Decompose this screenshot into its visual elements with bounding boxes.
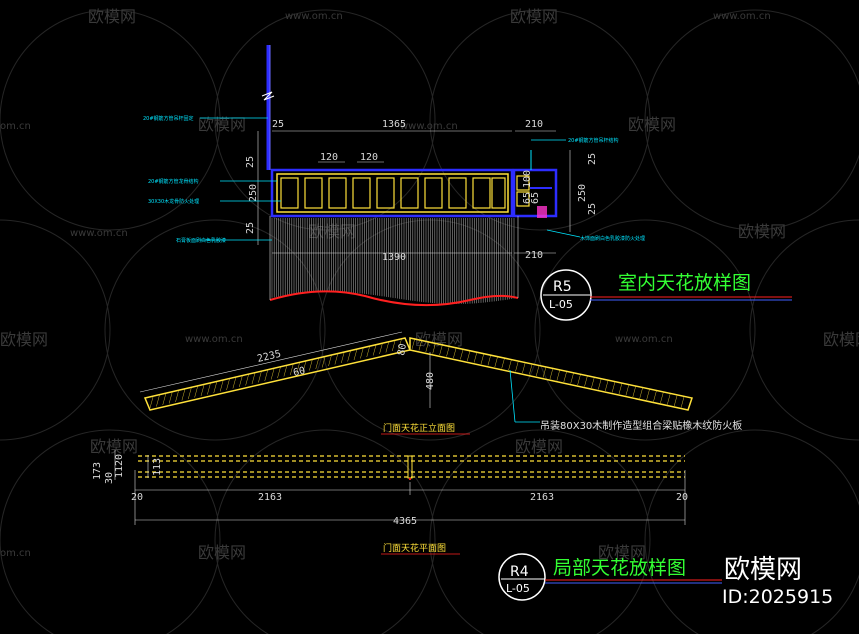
dim-text: 25 — [272, 119, 284, 130]
dim-text: 120 — [360, 152, 378, 163]
dim-text: 1390 — [382, 252, 406, 263]
fabric-hatch — [271, 218, 515, 304]
section-tag-sheet: L-05 — [549, 298, 573, 311]
watermark-layer — [0, 9, 859, 634]
watermark-logo: 欧模网 — [515, 437, 563, 456]
dim-text: 113 — [152, 458, 163, 476]
dim-text: 210 — [525, 250, 543, 261]
dim-text: 25 — [245, 222, 256, 234]
watermark-logo: 欧模网 — [510, 7, 558, 26]
dim-text: 250 — [248, 184, 259, 202]
side-box — [512, 168, 558, 218]
watermark-logo: 欧模网 — [88, 7, 136, 26]
dim-text: 65 — [530, 192, 541, 204]
section-tag-sheet: L-05 — [506, 582, 530, 595]
watermark-site: www.om.cn — [285, 11, 343, 22]
watermark-site: om.cn — [0, 121, 31, 132]
dim-text: 2235 — [256, 349, 282, 365]
dim-text: 30 — [104, 472, 115, 484]
dim-text: 4365 — [393, 516, 417, 527]
watermark-logo: 欧模网 — [198, 543, 246, 562]
watermark-logo: 欧模网 — [738, 222, 786, 241]
dim-text: 60 — [292, 365, 306, 378]
watermark-logo: 欧模网 — [598, 543, 646, 562]
dim-text: 480 — [425, 372, 436, 390]
dim-text: 25 — [587, 203, 598, 215]
dim-text: 25 — [587, 153, 598, 165]
watermark-logo: 欧模网 — [0, 330, 48, 349]
right-roof-beam — [409, 337, 693, 411]
section-title: 局部天花放样图 — [553, 557, 686, 579]
wood-slats — [280, 177, 506, 209]
dim-text: 173 — [92, 462, 103, 480]
elevation-title: 门面天花正立面图 — [383, 422, 455, 434]
section-tag-number: R4 — [510, 564, 529, 580]
annotation-text: 20#钢筋方管龙骨结构 — [148, 178, 199, 185]
watermark-logo: 欧模网 — [90, 437, 138, 456]
plan-drawing: 173 30 1120 113 20 2163 2163 20 4365 门面天… — [92, 450, 688, 555]
annotation-text: 20#钢筋方管吊杆固定 — [143, 115, 194, 122]
annotation-text: 木饰面刷白色乳胶漆防火处理 — [580, 235, 645, 242]
section-title: 室内天花放样图 — [618, 272, 751, 294]
watermark-text-layer: 欧模网 www.om.cn 欧模网 www.om.cn om.cn 欧模网 ww… — [0, 7, 859, 562]
watermark-site: www.om.cn — [70, 228, 128, 239]
ceiling-frame — [270, 168, 514, 218]
plan-center-post — [407, 455, 413, 479]
watermark-site: www.om.cn — [185, 334, 243, 345]
r5-section-drawing: 25 1365 210 120 120 25 250 25 25 250 25 … — [143, 45, 792, 321]
annotation-text: 石膏板面刷白色乳胶漆 — [176, 237, 226, 244]
r4-section-tag: R4 L-05 局部天花放样图 — [498, 553, 722, 601]
dim-text: 100 — [522, 170, 533, 188]
dim-text: 1120 — [114, 454, 125, 478]
dim-text: 120 — [320, 152, 338, 163]
watermark-logo: 欧模网 — [198, 115, 246, 134]
watermark-site: om.cn — [0, 548, 31, 559]
dim-text: 25 — [245, 156, 256, 168]
section-tag-number: R5 — [553, 279, 572, 295]
dim-text: 20 — [676, 492, 688, 503]
dim-text: 65 — [522, 192, 533, 204]
brand-id: ID:2025915 — [722, 586, 833, 608]
watermark-site: www.om.cn — [400, 121, 458, 132]
red-edge-curve — [269, 290, 519, 307]
watermark-site: www.om.cn — [615, 334, 673, 345]
elevation-drawing: 2235 80 60 480 吊装80X30木制作造型组合梁贴橡木纹防火板 门面… — [139, 331, 742, 435]
watermark-site: www.om.cn — [713, 11, 771, 22]
dim-text: 2163 — [530, 492, 554, 503]
break-symbol — [261, 91, 275, 101]
watermark-logo: 欧模网 — [308, 222, 356, 241]
dim-text: 2163 — [258, 492, 282, 503]
dim-text: 210 — [525, 119, 543, 130]
dim-text: 1365 — [382, 119, 406, 130]
annotation-text: 20#钢筋方管吊杆结构 — [568, 137, 619, 144]
annotation-text: 30X30木龙骨防火处理 — [148, 198, 199, 205]
watermark-logo: 欧模网 — [415, 330, 463, 349]
section-tag-circle — [540, 269, 592, 321]
dim-text: 250 — [577, 184, 588, 202]
dim-text: 20 — [131, 492, 143, 503]
plan-title: 门面天花平面图 — [383, 542, 446, 554]
dim-text: 80 — [396, 343, 409, 357]
watermark-logo: 欧模网 — [628, 115, 676, 134]
wood-frame — [276, 173, 509, 213]
elevation-note: 吊装80X30木制作造型组合梁贴橡木纹防火板 — [540, 419, 742, 432]
watermark-logo: 欧模网 — [823, 330, 859, 349]
brand-logo: 欧模网 — [724, 555, 802, 585]
